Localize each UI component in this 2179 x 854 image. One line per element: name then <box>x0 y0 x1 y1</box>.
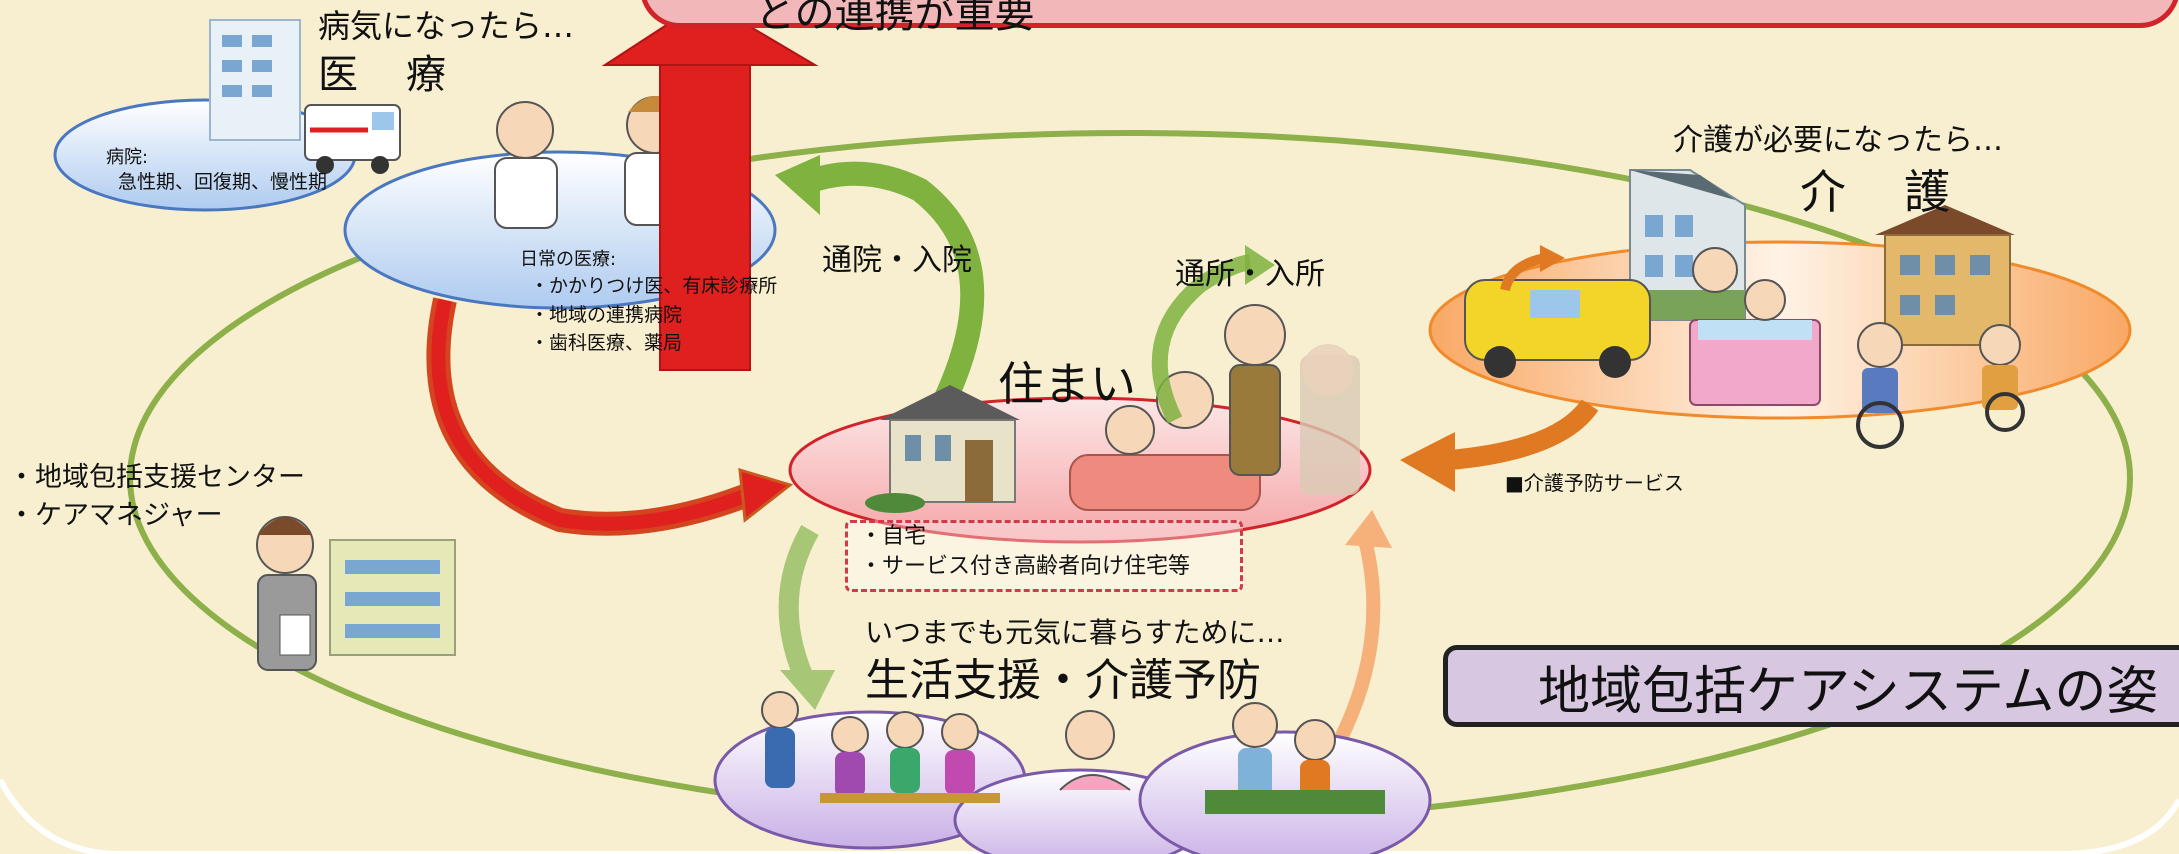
support-center-label: ・地域包括支援センター <box>8 462 305 493</box>
ambulance-icon <box>304 104 401 174</box>
house-icon <box>865 385 1020 513</box>
home-item: ・サービス付き高齢者向け住宅等 <box>860 554 1191 579</box>
home-to-medical-arrowhead <box>775 155 820 215</box>
exercise-icon <box>1059 710 1131 791</box>
top-banner: との連携が重要 <box>640 0 2179 37</box>
family-icon <box>1069 304 1360 511</box>
medical-to-home-arrow-core <box>431 298 763 531</box>
daily-medical-item: ・歯科医療、薬局 <box>530 332 683 354</box>
home-to-support-arrowhead <box>780 670 835 710</box>
support-to-care-arrow <box>1333 538 1381 744</box>
home-to-care-arrowhead <box>1245 245 1275 285</box>
care-lead: 介護が必要になったら… <box>1673 123 2003 158</box>
hospital-visit-label: 通院・入院 <box>822 243 972 278</box>
care-van-arrowhead <box>1540 245 1565 272</box>
care-van-icon <box>1464 279 1651 378</box>
wheelchair-icon <box>1856 322 2025 449</box>
up-arrow-shape <box>601 0 819 371</box>
support-heading: 生活支援・介護予防 <box>865 655 1261 706</box>
elderly-group-icon <box>761 691 1000 803</box>
top-banner-text: との連携が重要 <box>755 0 1035 37</box>
bath-care-icon <box>1689 247 1821 406</box>
care-visit-label: 通所・入所 <box>1175 257 1325 292</box>
home-item: ・自宅 <box>860 524 927 549</box>
volunteer-icon <box>1205 702 1385 814</box>
home-heading: 住まい <box>998 357 1136 411</box>
home-to-care-arrow <box>1151 254 1252 424</box>
system-title: 地域包括ケアシステムの姿 <box>1538 661 2159 722</box>
medical-to-home-arrowhead <box>738 467 794 523</box>
hospital-types: 急性期、回復期、慢性期 <box>118 171 328 193</box>
daily-medical-label: 日常の医療: <box>520 249 617 270</box>
medical-heading: 医 療 <box>318 52 450 98</box>
care-prevention-service: ■介護予防サービス <box>1505 471 1684 495</box>
hospital-building-icon <box>209 19 301 141</box>
medical-lead: 病気になったら… <box>318 7 575 45</box>
daily-medical-item: ・かかりつけ医、有床診療所 <box>530 275 778 297</box>
care-van-arrow <box>1500 253 1547 292</box>
doctor-icon <box>494 101 558 229</box>
hospital-label: 病院: <box>106 147 149 168</box>
care-manager-icon <box>256 516 317 671</box>
support-to-care-arrowhead <box>1345 510 1392 548</box>
system-title-box: 地域包括ケアシステムの姿 <box>1443 645 2179 727</box>
nursing-home-icon <box>1875 205 2015 346</box>
support-center-building-icon <box>329 539 456 656</box>
daily-medical-item: ・地域の連携病院 <box>530 304 683 326</box>
support-lead: いつまでも元気に暮らすために… <box>865 616 1285 649</box>
home-items-box <box>845 520 1243 592</box>
home-to-medical-arrow <box>795 161 985 406</box>
home-to-support-arrow <box>778 525 819 685</box>
care-to-home-arrow <box>1449 399 1599 470</box>
frame-outline <box>0 778 2179 854</box>
care-to-home-arrowhead <box>1400 432 1455 492</box>
care-manager-label: ・ケアマネジャー <box>8 500 223 531</box>
care-heading: 介 護 <box>1800 165 1956 219</box>
